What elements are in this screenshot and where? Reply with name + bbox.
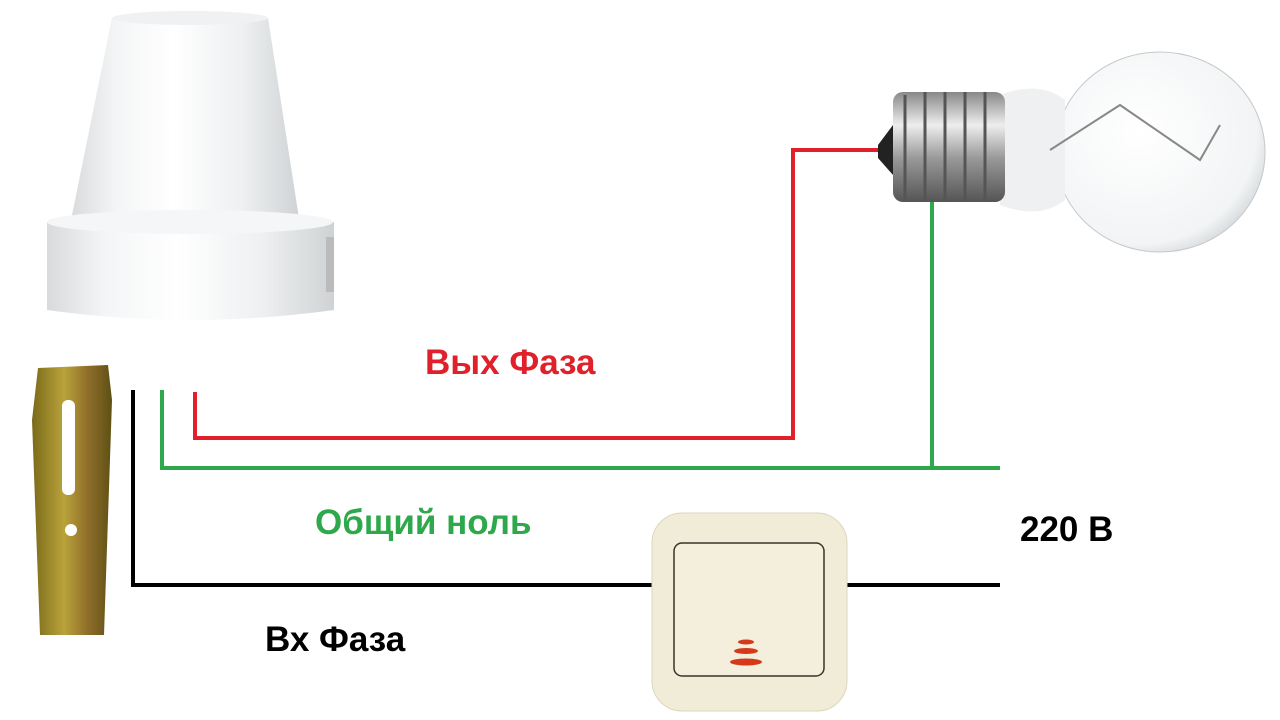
light-switch [651, 512, 848, 712]
light-bulb [878, 51, 1266, 253]
photo-relay-sensor [32, 11, 334, 635]
wire-phase-in [131, 390, 660, 587]
wire-phase-out [193, 148, 878, 440]
label-common-neutral: Общий ноль [315, 503, 532, 542]
label-out-phase: Вых Фаза [425, 343, 596, 382]
wire-neutral [160, 390, 1000, 470]
label-in-phase: Вх Фаза [265, 620, 406, 659]
mounting-bracket [32, 365, 112, 635]
label-voltage: 220 В [1020, 510, 1114, 549]
